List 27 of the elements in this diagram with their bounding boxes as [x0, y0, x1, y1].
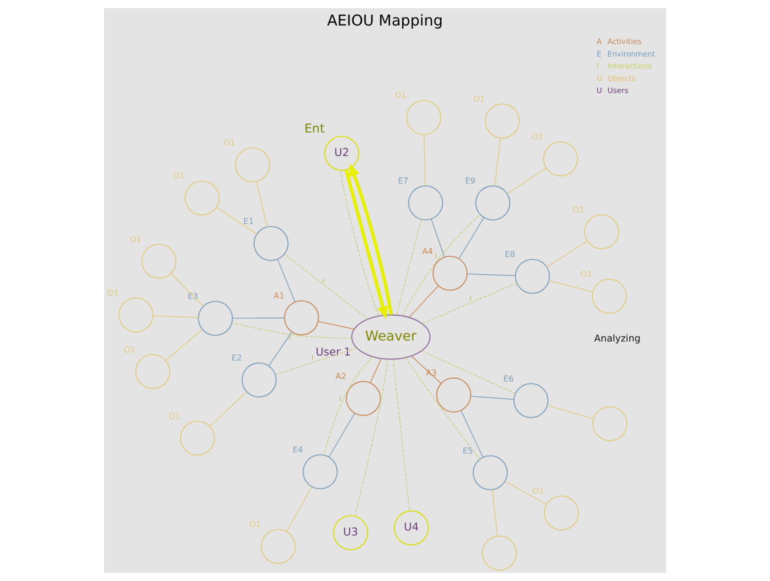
node-label: O1: [572, 204, 584, 214]
node-label: O1: [130, 234, 142, 244]
node-label: O1: [249, 519, 261, 530]
node-label: Ent: [304, 122, 325, 136]
node-label: E6: [503, 373, 514, 384]
node-label: O1: [473, 94, 485, 104]
node-label: O1: [394, 90, 406, 100]
node-label: O1: [173, 170, 185, 181]
node-label: E7: [398, 176, 408, 186]
node-label: A4: [422, 246, 433, 256]
diagram-title: AEIOU Mapping: [327, 12, 443, 30]
node-label: A2: [335, 371, 346, 382]
node-label: E2: [231, 352, 242, 363]
node-label: A1: [274, 290, 284, 300]
node-label: E1: [243, 216, 254, 226]
node-label: O1: [532, 132, 544, 142]
node-label: E9: [465, 176, 476, 186]
node-label: O1: [168, 410, 180, 421]
node-label: E5: [462, 445, 473, 456]
node-label: O1: [224, 138, 236, 148]
node-label: E8: [504, 249, 516, 260]
label: Analyzing: [594, 333, 641, 344]
node-label: O1: [107, 288, 119, 298]
node-label: O1: [532, 486, 544, 496]
node-label: E4: [292, 444, 303, 454]
node-label: O1: [124, 344, 136, 354]
node-label: O1: [580, 268, 592, 279]
